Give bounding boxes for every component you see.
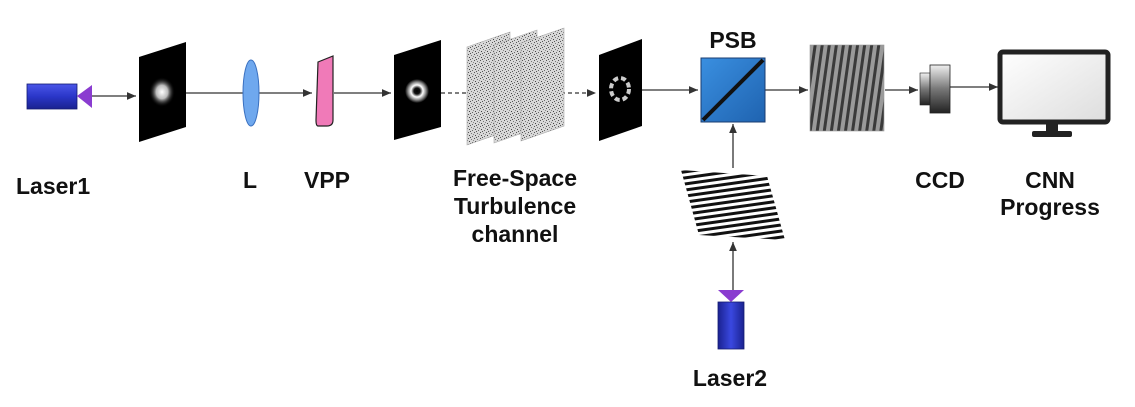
channel-label-line3: channel <box>472 221 559 247</box>
cnn-label-line1: CNN <box>1025 167 1075 193</box>
fork-grating-hologram <box>681 170 785 240</box>
laser1-label: Laser1 <box>16 173 90 199</box>
turbulence-phase-screens <box>466 27 565 146</box>
turbulence-phase-screen <box>520 27 565 142</box>
psb-label: PSB <box>709 27 756 53</box>
vpp-label: VPP <box>304 167 350 193</box>
distorted-vortex-profile <box>599 39 642 141</box>
laser2-label: Laser2 <box>693 365 767 391</box>
cnn-label-line2: Progress <box>1000 194 1100 220</box>
beam-splitter-cube-icon <box>700 57 766 123</box>
laser1-source-icon <box>26 83 92 110</box>
ccd-camera-icon <box>919 64 951 114</box>
computer-monitor-icon <box>997 49 1111 137</box>
channel-label-line2: Turbulence <box>454 193 576 219</box>
laser2-source-icon <box>717 290 745 350</box>
vortex-beam-profile <box>394 40 441 140</box>
lens-label: L <box>243 167 257 193</box>
vortex-phase-plate-icon <box>315 55 334 127</box>
channel-label-line1: Free-Space <box>453 165 577 191</box>
gaussian-beam-profile <box>139 42 186 142</box>
ccd-label: CCD <box>915 167 965 193</box>
interference-pattern <box>809 44 885 132</box>
lens-icon <box>242 59 260 127</box>
